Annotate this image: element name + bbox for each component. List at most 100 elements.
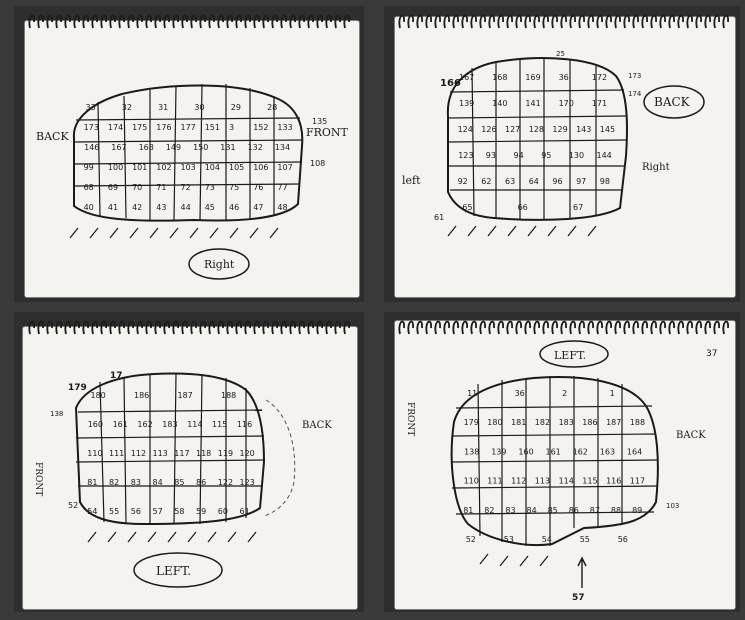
stone-cell-number: 64 xyxy=(529,177,539,186)
stone-cell-number: 53 xyxy=(504,535,514,544)
stone-cell-number: 86 xyxy=(569,506,579,515)
stone-cell-number: 88 xyxy=(611,506,621,515)
stone-cell-number: 1 xyxy=(610,389,615,398)
stone-cell-number: 92 xyxy=(458,177,468,186)
stone-cell-number: 47 xyxy=(253,203,263,212)
stone-cell-number: 141 xyxy=(525,99,540,108)
stone-cell-number: 58 xyxy=(174,507,184,516)
stone-cell-number: 138 xyxy=(464,447,479,456)
stone-cell-number: 181 xyxy=(511,418,526,427)
stone-cell-number: 187 xyxy=(606,418,621,427)
stone-cell-number: 174 xyxy=(108,123,123,132)
extra-label: 37 xyxy=(706,349,717,359)
stone-cell-number: 72 xyxy=(181,183,191,192)
stone-cell-number: 2 xyxy=(562,389,567,398)
stone-cell-number: 44 xyxy=(181,203,191,212)
stone-cell-number: 168 xyxy=(492,73,507,82)
stone-cell-number: 85 xyxy=(548,506,558,515)
view-label: Right xyxy=(204,258,235,271)
stone-cell-number: 81 xyxy=(463,506,473,515)
stone-cell-number: 89 xyxy=(632,506,642,515)
stone-cell-number: 68 xyxy=(84,183,94,192)
stone-cell-number: 180 xyxy=(91,391,106,400)
stone-cell-number: 126 xyxy=(481,125,496,134)
stone-cell-number: 61 xyxy=(240,507,250,516)
stone-cell-number: 85 xyxy=(174,478,184,487)
stone-cell-number: 93 xyxy=(486,151,496,160)
stone-cell-number: 11 xyxy=(467,389,477,398)
stone-cell-number: 83 xyxy=(131,478,141,487)
stone-cell-number: 152 xyxy=(253,123,268,132)
extra-label: 179 xyxy=(68,383,87,393)
stone-cell-number: 111 xyxy=(109,449,124,458)
stone-cell-number: 170 xyxy=(559,99,574,108)
stone-cell-number: 120 xyxy=(240,449,255,458)
stone-cell-number: 46 xyxy=(229,203,239,212)
extra-label: 108 xyxy=(310,159,325,168)
stone-cell-number: 54 xyxy=(87,507,97,516)
stone-cell-number: 160 xyxy=(88,420,103,429)
stone-cell-number: 41 xyxy=(108,203,118,212)
extra-label: 57 xyxy=(572,593,585,603)
cell-numbers: 1671681693617213914014117017112412612712… xyxy=(458,73,615,212)
stone-cell-number: 161 xyxy=(546,447,561,456)
stone-cell-number: 163 xyxy=(600,447,615,456)
stone-cell-number: 54 xyxy=(542,535,552,544)
stone-cell-number: 56 xyxy=(618,535,628,544)
stone-cell-number: 123 xyxy=(458,151,473,160)
notebook-left-view-a: 1801861871881601611621831141151161101111… xyxy=(14,312,364,612)
stone-cell-number: 186 xyxy=(582,418,597,427)
stone-cell-number: 132 xyxy=(248,143,263,152)
stone-cell-number: 143 xyxy=(576,125,591,134)
stone-cell-number: 101 xyxy=(132,163,147,172)
cell-numbers: 1801861871881601611621831141151161101111… xyxy=(87,391,254,516)
stone-cell-number: 57 xyxy=(153,507,163,516)
stone-cell-number: 45 xyxy=(205,203,215,212)
stone-cell-number: 42 xyxy=(132,203,142,212)
stone-cell-number: 128 xyxy=(529,125,544,134)
stone-sketch: 1136211791801811821831861871881381391601… xyxy=(384,312,740,612)
side-label-left: BACK xyxy=(36,130,69,143)
stone-cell-number: 99 xyxy=(84,163,94,172)
stone-cell-number: 96 xyxy=(552,177,562,186)
stone-cell-number: 187 xyxy=(178,391,193,400)
stone-cell-number: 81 xyxy=(87,478,97,487)
stone-cell-number: 113 xyxy=(535,477,550,486)
stone-cell-number: 69 xyxy=(108,183,118,192)
extra-label: 61 xyxy=(434,213,444,222)
stone-cell-number: 55 xyxy=(109,507,119,516)
stone-cell-number: 97 xyxy=(576,177,586,186)
stone-cell-number: 55 xyxy=(580,535,590,544)
stone-cell-number: 127 xyxy=(505,125,520,134)
stone-cell-number: 60 xyxy=(218,507,228,516)
stone-cell-number: 149 xyxy=(166,143,181,152)
stone-cell-number: 110 xyxy=(87,449,102,458)
stone-cell-number: 133 xyxy=(277,123,292,132)
stone-sketch: 1801861871881601611621831141151161101111… xyxy=(14,312,364,612)
stone-cell-number: 144 xyxy=(597,151,612,160)
stone-cell-number: 83 xyxy=(505,506,515,515)
stone-cell-number: 180 xyxy=(487,418,502,427)
extra-label: 138 xyxy=(50,410,63,418)
stone-cell-number: 100 xyxy=(108,163,123,172)
stone-sketch: 3332313029281731741751761771513152133146… xyxy=(14,6,364,302)
stone-cell-number: 76 xyxy=(253,183,263,192)
cell-numbers: 1136211791801811821831861871881381391601… xyxy=(463,389,645,544)
stone-cell-number: 62 xyxy=(481,177,491,186)
side-label-left: FRONT xyxy=(33,462,43,496)
stone-cell-number: 112 xyxy=(131,449,146,458)
stone-cell-number: 118 xyxy=(196,449,211,458)
stone-cell-number: 173 xyxy=(84,123,99,132)
stone-cell-number: 84 xyxy=(527,506,537,515)
stone-cell-number: 31 xyxy=(158,103,168,112)
stone-cell-number: 33 xyxy=(86,103,96,112)
stone-cell-number: 112 xyxy=(511,477,526,486)
stone-cell-number: 124 xyxy=(458,125,473,134)
stone-cell-number: 105 xyxy=(229,163,244,172)
side-label-right: FRONT xyxy=(306,126,349,139)
stone-cell-number: 183 xyxy=(559,418,574,427)
stone-cell-number: 77 xyxy=(277,183,287,192)
stone-cell-number: 52 xyxy=(466,535,476,544)
extra-label: 25 xyxy=(556,50,565,58)
stone-cell-number: 107 xyxy=(277,163,292,172)
